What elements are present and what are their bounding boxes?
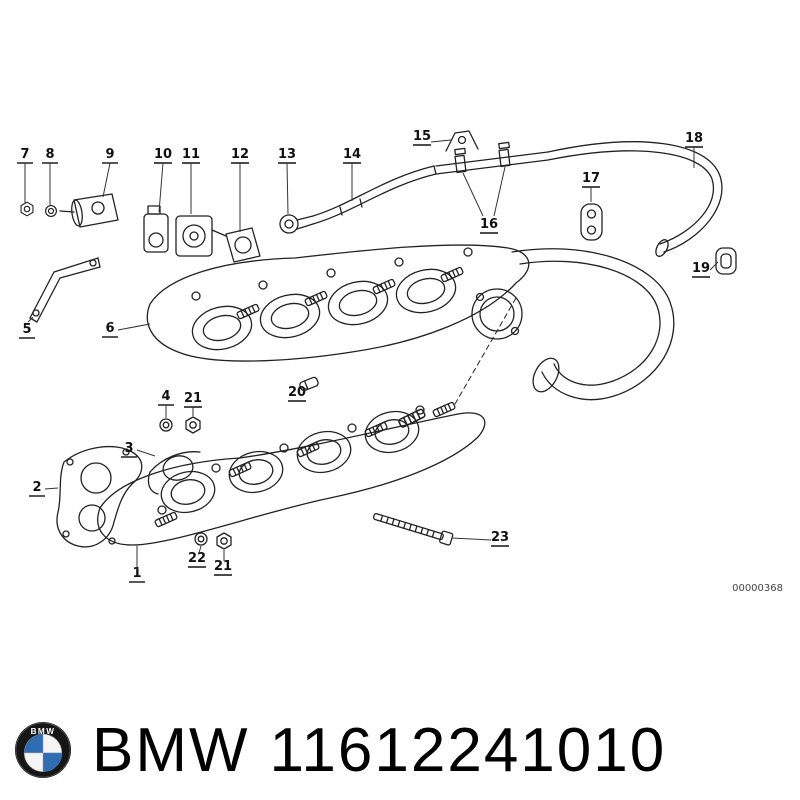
svg-text:10: 10 [154,147,172,162]
part-6-upper-manifold [146,244,530,362]
assembly-line [454,297,517,405]
part-13-connector [279,214,314,234]
callout-2: 2 [29,480,59,497]
callout-14: 14 [343,147,361,201]
callout-19: 19 [692,261,719,278]
part-21-nut-upper [185,416,201,434]
svg-text:22: 22 [188,551,206,566]
callouts: 7 8 9 10 11 [17,129,719,583]
callout-23: 23 [451,530,509,547]
footer-brand: BMW [92,715,250,785]
callout-13: 13 [278,147,296,215]
svg-text:21: 21 [214,559,232,574]
callout-21-lower: 21 [214,550,232,576]
callout-21-upper: 21 [184,391,202,416]
svg-text:5: 5 [22,322,31,337]
callout-16: 16 [462,166,506,234]
callout-15: 15 [413,129,452,146]
svg-text:11: 11 [182,147,200,162]
callout-12: 12 [231,147,249,232]
callout-18: 18 [685,131,703,168]
callout-20: 20 [288,385,309,402]
callout-22: 22 [188,545,206,568]
part-16-hose-clamps [435,141,549,175]
footer-part-number: 11612241010 [269,715,667,785]
callout-9: 9 [102,147,118,198]
part-15-bracket [445,130,479,152]
svg-text:1: 1 [132,566,141,581]
footer: BMW BMW 11612241010 [0,706,800,794]
intake-pipe [471,248,675,401]
part-1-lower-manifold [97,401,486,546]
svg-text:19: 19 [692,261,710,276]
svg-text:2: 2 [32,480,41,495]
bmw-quadrant-blue-tl [24,734,43,753]
part-22-washer [194,532,208,546]
part-8-washer [45,205,57,217]
svg-text:7: 7 [20,147,29,162]
part-17-plate [580,203,603,241]
svg-text:18: 18 [685,131,703,146]
part-14-hose [312,165,437,225]
part-3-gasket [147,451,201,495]
callout-11: 11 [182,147,200,214]
callout-10: 10 [154,147,172,213]
part-9-valve [59,193,119,228]
svg-text:8: 8 [45,147,54,162]
part-21-nut-lower [216,532,232,550]
part-11-valve-body [175,215,227,257]
callout-8: 8 [42,147,58,205]
svg-text:17: 17 [582,171,600,186]
callout-3: 3 [121,441,156,458]
svg-text:4: 4 [161,389,170,404]
svg-text:6: 6 [105,321,114,336]
svg-text:16: 16 [480,217,498,232]
svg-text:15: 15 [413,129,431,144]
callout-5: 5 [19,316,35,339]
bmw-logo-text: BMW [31,727,56,736]
callout-4: 4 [158,389,174,418]
bmw-quadrant-blue-br [43,752,62,772]
callout-7: 7 [17,147,33,204]
callout-6: 6 [102,321,151,338]
diagram-id-code: 00000368 [732,583,783,594]
svg-text:21: 21 [184,391,202,406]
bmw-logo: BMW [14,721,72,779]
svg-text:23: 23 [491,530,509,545]
svg-text:3: 3 [124,441,133,456]
exploded-diagram: 7 8 9 10 11 [17,129,783,594]
part-19-holder [715,247,737,275]
part-23-cable-tie [372,512,454,546]
callout-17: 17 [582,171,600,202]
part-18-hose [547,141,723,257]
part-2-gasket [56,445,143,548]
callout-1: 1 [129,546,145,583]
part-7-nut [20,201,34,217]
svg-text:14: 14 [343,147,361,162]
svg-text:13: 13 [278,147,296,162]
part-5-bracket [29,257,101,323]
part-number-line: BMW 11612241010 [92,715,666,786]
svg-text:12: 12 [231,147,249,162]
part-12-gasket [225,227,261,263]
svg-text:20: 20 [288,385,306,400]
svg-text:9: 9 [105,147,114,162]
part-4-washer [159,418,173,432]
part-10-bracket [143,205,169,253]
